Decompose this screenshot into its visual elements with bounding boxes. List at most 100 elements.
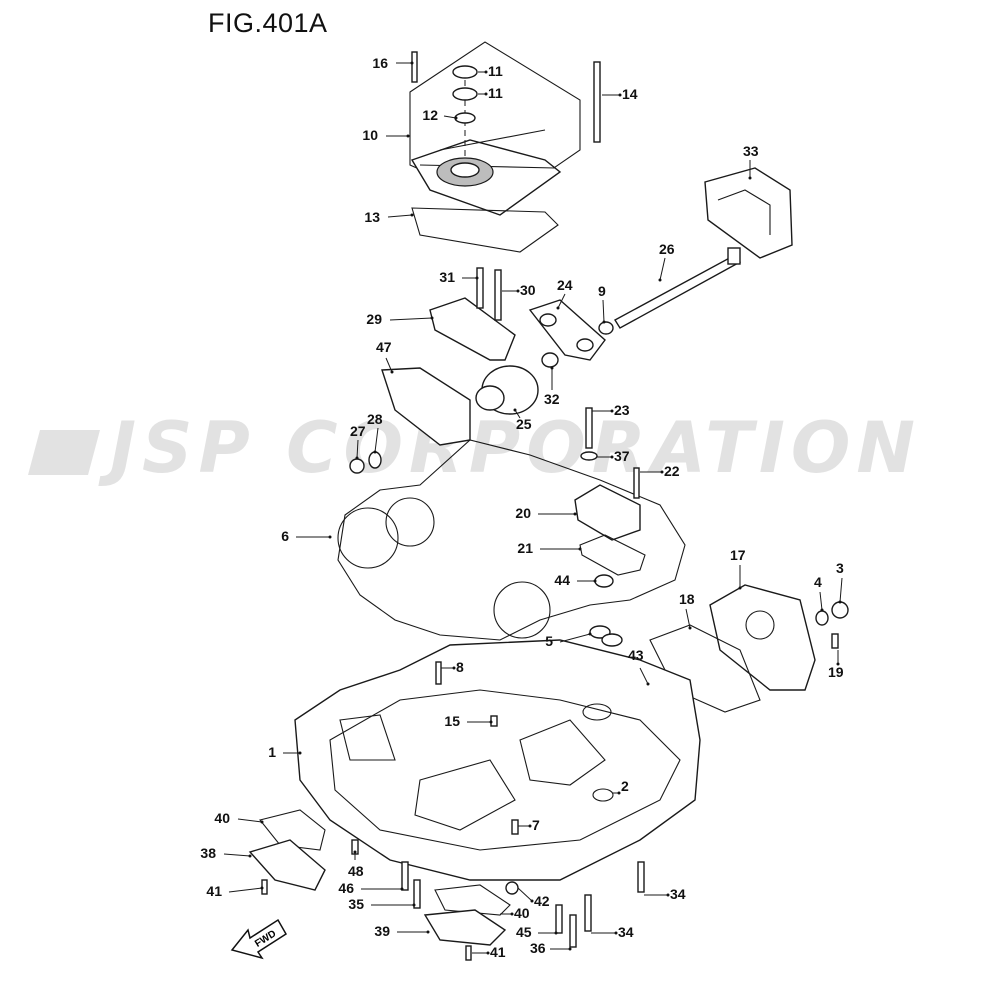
seal-11b (452, 87, 478, 101)
bolt-31 (476, 267, 484, 309)
leader-line (387, 214, 413, 218)
body-20 (574, 484, 641, 541)
collar-32 (541, 352, 559, 368)
callout-label: 23 (614, 402, 630, 418)
callout-label: 2 (621, 778, 629, 794)
leader-dot (614, 931, 618, 935)
callout-label: 15 (444, 713, 460, 729)
mount-group (349, 267, 614, 474)
housing-1-pocket-c (519, 719, 606, 786)
gasket-13 (411, 207, 559, 253)
fwd-arrow-icon (230, 918, 288, 960)
callout-label: 14 (622, 86, 638, 102)
leader-line (237, 818, 263, 823)
leader-dot (353, 850, 357, 854)
leader-dot (588, 632, 592, 636)
callout-label: 7 (532, 817, 540, 833)
leader-dot (593, 579, 597, 583)
bolt-34a (637, 861, 645, 893)
callout-label: 16 (372, 55, 388, 71)
callout-label: 41 (206, 883, 222, 899)
nut-27 (349, 458, 365, 474)
leader-line (385, 357, 393, 373)
callout-label: 3 (836, 560, 844, 576)
gasket-40b (434, 884, 511, 916)
plug-3 (831, 601, 849, 619)
leader-dot (838, 600, 842, 604)
callout-label: 48 (348, 863, 364, 879)
leader-dot (516, 289, 520, 293)
gasket-40a (259, 809, 326, 851)
leader-dot (688, 626, 692, 630)
bracket-33 (704, 167, 793, 259)
callout-label: 8 (456, 659, 464, 675)
bolt-36 (569, 914, 577, 948)
callout-label: 20 (515, 505, 531, 521)
callout-label: 21 (517, 540, 533, 556)
callout-label: 31 (439, 269, 455, 285)
plate-24-hole-a (539, 313, 557, 327)
callout-label: 39 (374, 923, 390, 939)
leader-dot (820, 608, 824, 612)
callout-label: 30 (520, 282, 536, 298)
bolt-16 (411, 51, 418, 83)
leader-dot (412, 903, 416, 907)
callout-label: 10 (362, 127, 378, 143)
bolt-22 (633, 467, 640, 499)
pin-7 (511, 819, 519, 835)
callout-label: 37 (614, 448, 630, 464)
washer-28 (368, 451, 382, 469)
bolt-30 (494, 269, 502, 321)
leader-dot (406, 134, 410, 138)
bracket-33-slot (717, 189, 771, 235)
fwd-arrow: FWD (230, 918, 288, 960)
callout-label: 29 (366, 311, 382, 327)
callout-label: 47 (376, 339, 392, 355)
callout-label: 11 (488, 85, 503, 101)
leader-dot (328, 535, 332, 539)
lower-parts-group (248, 809, 645, 961)
leader-dot (554, 931, 558, 935)
oring-5b (601, 633, 623, 647)
gasket-6 (337, 439, 686, 641)
leader-lines (223, 61, 843, 955)
callout-label: 38 (200, 845, 216, 861)
leader-dot (513, 408, 517, 412)
leader-dot (400, 887, 404, 891)
bushing-25-inner (475, 385, 505, 411)
leader-line (374, 427, 379, 453)
leader-line (389, 317, 433, 321)
callout-label: 34 (670, 886, 686, 902)
callout-label: 36 (530, 940, 546, 956)
leader-dot (486, 951, 490, 955)
bolt-19 (831, 633, 839, 649)
gasket-21 (579, 534, 646, 576)
callout-label: 28 (367, 411, 383, 427)
bolt-35 (413, 879, 421, 909)
callout-label: 34 (618, 924, 634, 940)
bolt-41b (465, 945, 472, 961)
leader-line (819, 591, 823, 611)
watermark-text: JSP CORPORATION (98, 407, 921, 489)
cover-17 (709, 584, 816, 691)
bolt-14 (593, 61, 601, 143)
leader-dot (610, 409, 614, 413)
leader-dot (260, 886, 264, 890)
leader-dot (298, 751, 302, 755)
housing-1-body (294, 639, 701, 881)
plate-24 (528, 299, 606, 361)
washer-12 (454, 112, 476, 124)
callout-label: 41 (490, 944, 506, 960)
cover-39 (423, 909, 507, 946)
callout-label: 42 (534, 893, 550, 909)
callout-label: 1 (268, 744, 276, 760)
leader-dot (510, 912, 514, 916)
leader-dot (618, 93, 622, 97)
bracket-33-group (614, 167, 793, 329)
leader-dot (530, 899, 534, 903)
leader-dot (355, 456, 359, 460)
leader-line (223, 853, 251, 857)
leader-dot (484, 92, 488, 96)
callout-label: 33 (743, 143, 759, 159)
bolt-23 (585, 407, 593, 449)
